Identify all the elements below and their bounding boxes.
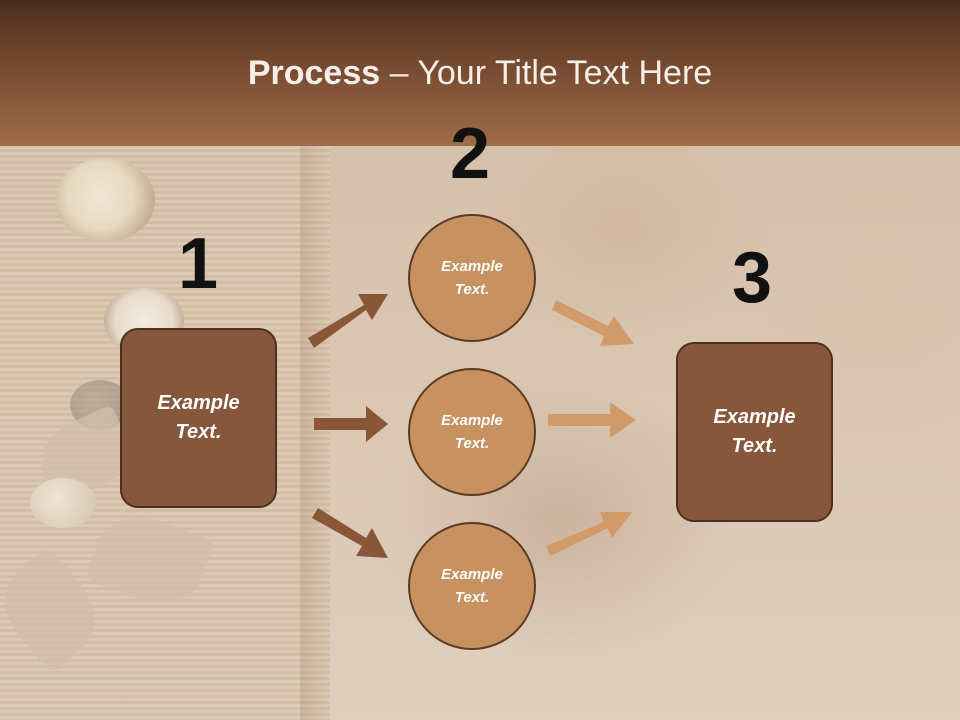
title-band bbox=[0, 0, 960, 146]
step-2-circle-middle[interactable]: Example Text. bbox=[408, 368, 536, 496]
slide-title[interactable]: Process – Your Title Text Here bbox=[0, 54, 960, 93]
step-number-3: 3 bbox=[732, 238, 773, 318]
shell-image bbox=[30, 478, 96, 528]
step-1-box-text: Example Text. bbox=[157, 392, 240, 443]
step-2-circle-bottom[interactable]: Example Text. bbox=[408, 522, 536, 650]
step-3-box-text: Example Text. bbox=[713, 406, 796, 457]
step-2-circle-top[interactable]: Example Text. bbox=[408, 214, 536, 342]
title-rest: – Your Title Text Here bbox=[380, 54, 713, 92]
title-bold: Process bbox=[247, 54, 381, 92]
step-number-2: 2 bbox=[450, 114, 491, 194]
circle-bottom-text: Example Text. bbox=[441, 566, 503, 606]
candle-image bbox=[55, 158, 155, 242]
step-1-box[interactable]: Example Text. bbox=[120, 328, 277, 508]
step-3-box[interactable]: Example Text. bbox=[676, 342, 833, 522]
circle-top-text: Example Text. bbox=[441, 258, 503, 298]
circle-middle-text: Example Text. bbox=[441, 412, 503, 452]
step-number-1: 1 bbox=[178, 224, 219, 304]
